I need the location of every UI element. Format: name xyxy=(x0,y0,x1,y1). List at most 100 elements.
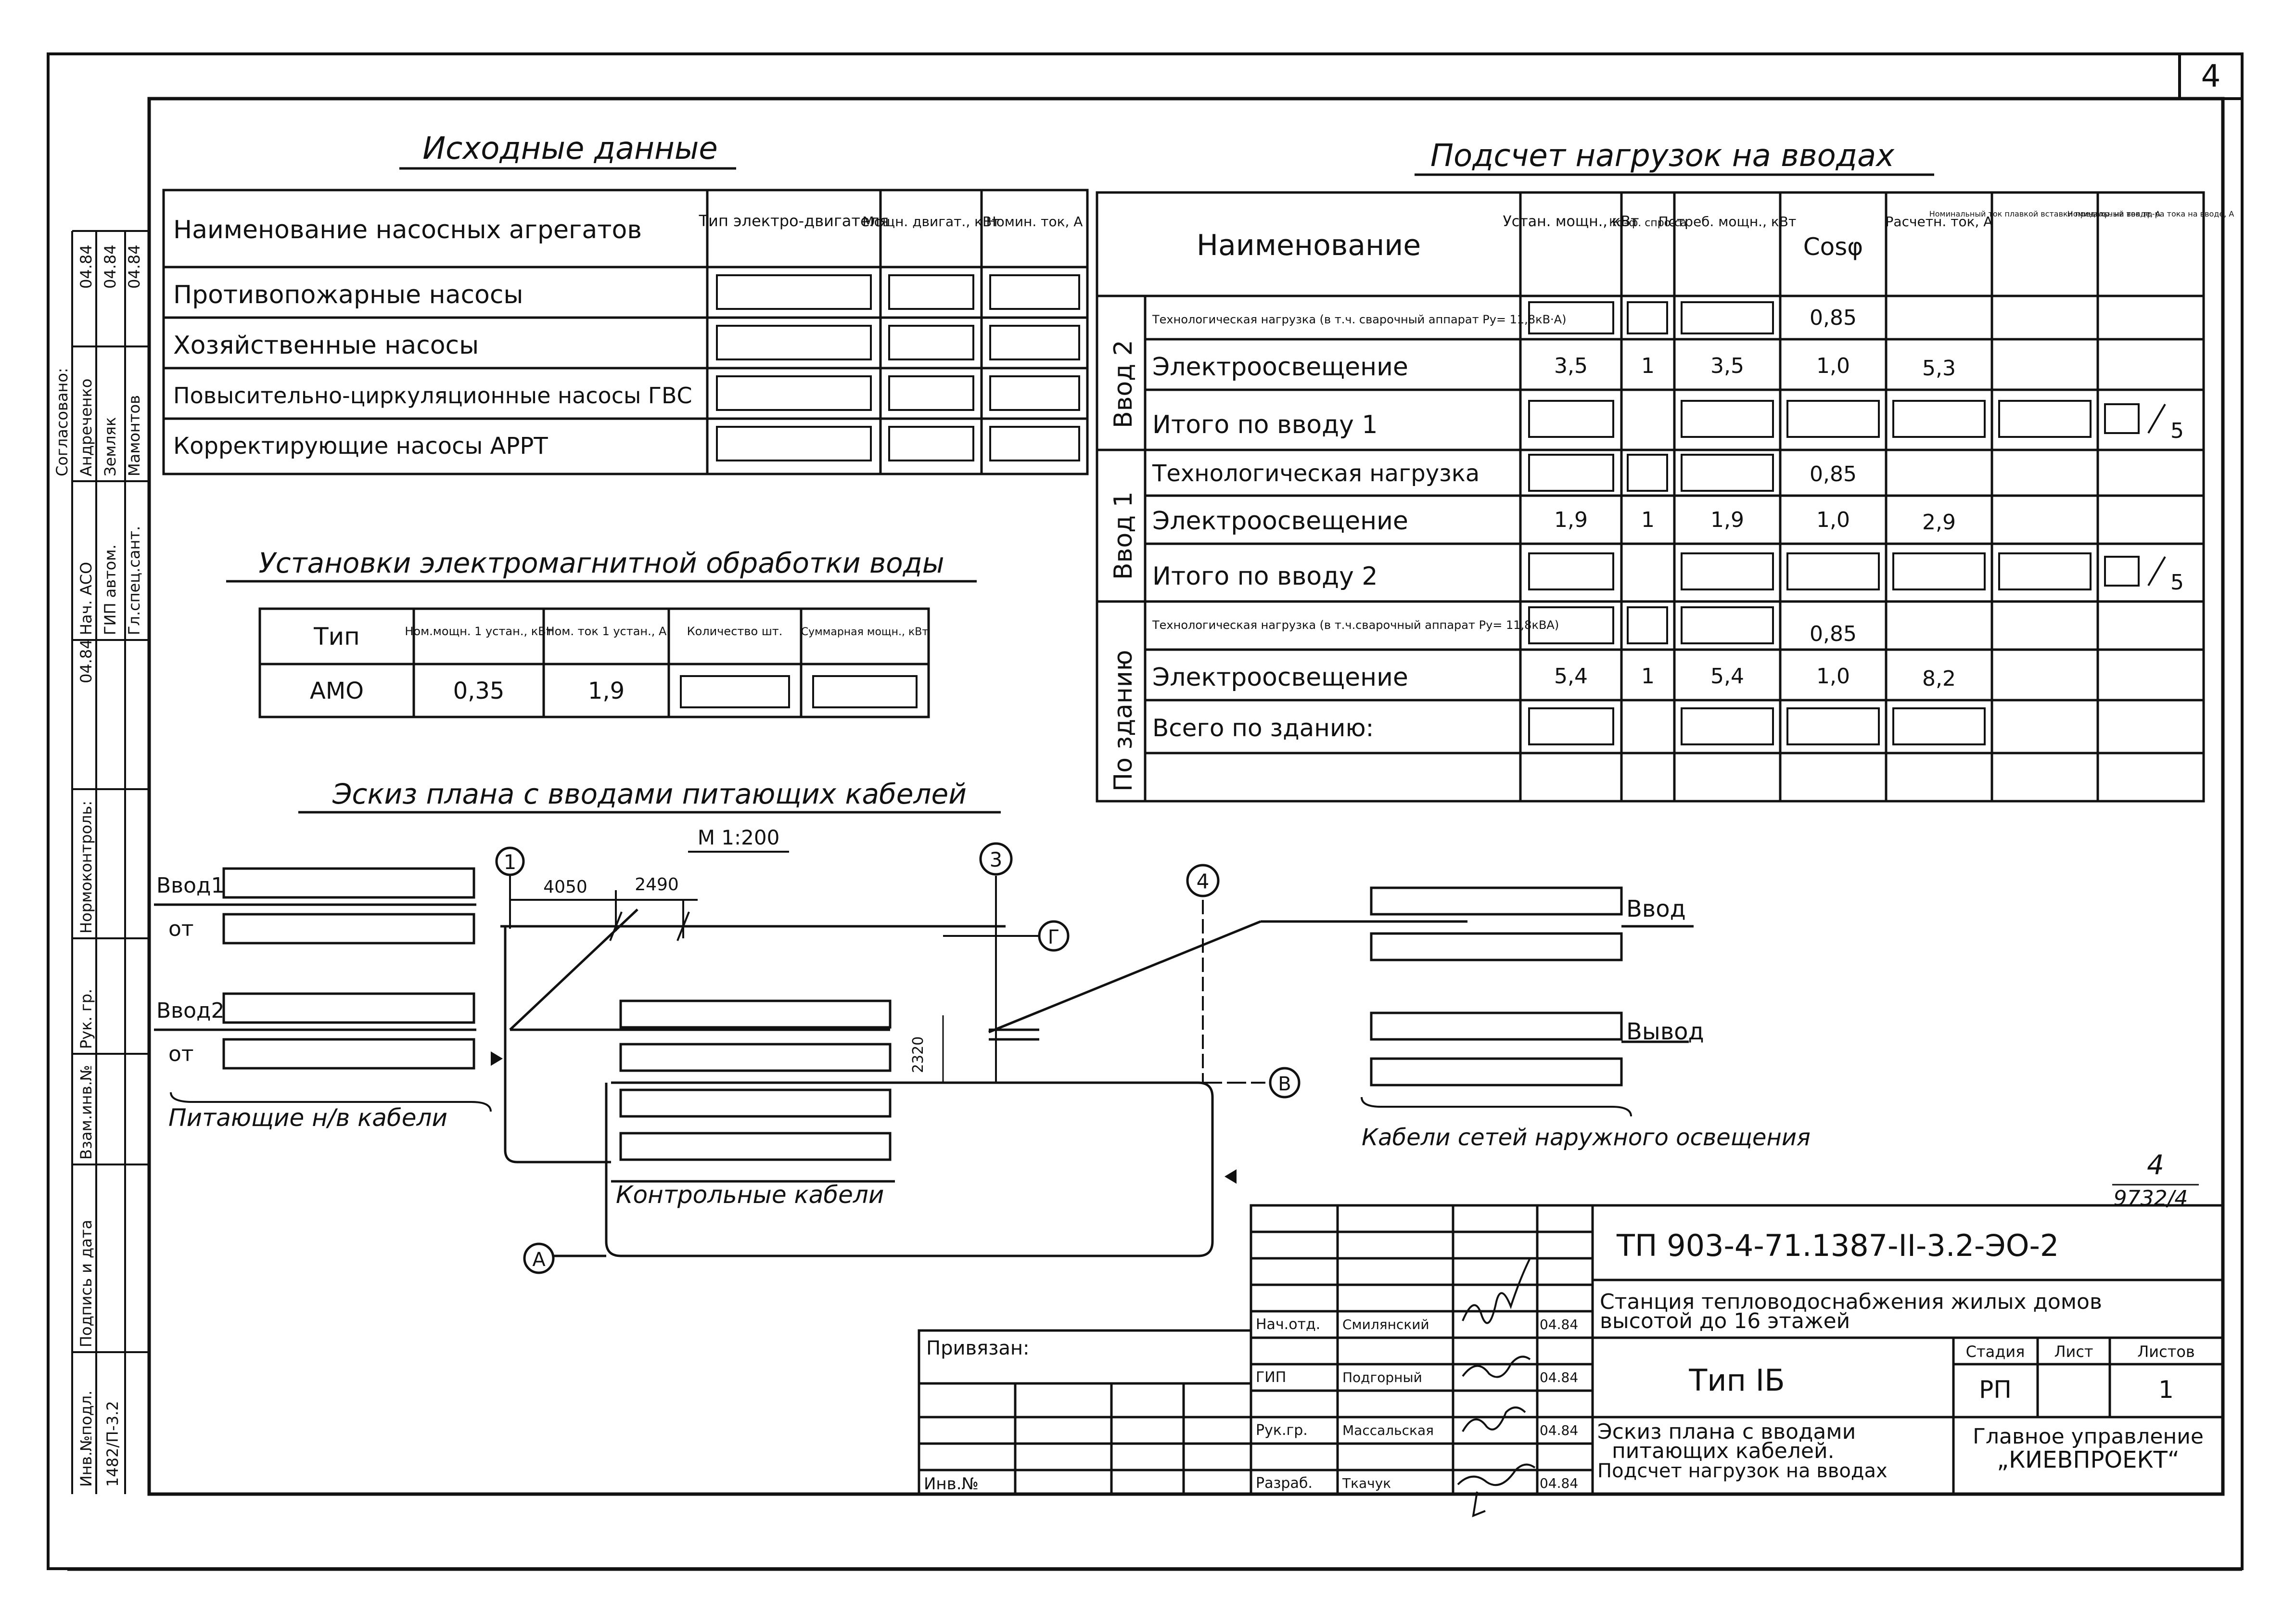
load-row-pc: 5,4 xyxy=(1710,664,1744,689)
load-row-name: Итого по вводу 1 xyxy=(1152,410,1378,439)
load-row-ratio: 5 xyxy=(2170,570,2184,595)
loads-header-ct: Номинальный ток тр-ра тока на вводе, А xyxy=(2067,209,2234,218)
strip-inv-value: 1482/П-3.2 xyxy=(103,1401,122,1487)
dim-4050: 4050 xyxy=(543,877,587,897)
load-row-i: 8,2 xyxy=(1922,666,1956,691)
load-row-i: 2,9 xyxy=(1922,510,1956,535)
sheets-value: 1 xyxy=(2158,1376,2174,1404)
load-row-cos: 1,0 xyxy=(1816,664,1850,689)
sheet-number-box xyxy=(2178,52,2244,100)
title-sheet-line2: питающих кабелей. xyxy=(1612,1439,1835,1463)
load-row-name: Итого по вводу 2 xyxy=(1152,562,1378,591)
strip-date-4: 04.84 xyxy=(77,639,95,683)
load-row-name: Технологическая нагрузка (в т.ч.сварочны… xyxy=(1152,618,1559,632)
strip-name-3: Мамонтов xyxy=(125,395,143,476)
label-in: Ввод xyxy=(1626,895,1686,922)
loads-header-name: Наименование xyxy=(1197,229,1421,262)
load-row-cos: 0,85 xyxy=(1810,462,1857,486)
title-code: ТП 903-4-71.1387-II-3.2-ЭО-2 xyxy=(1616,1228,2059,1263)
loads-header-pc: Потреб. мощн., кВт xyxy=(1658,214,1797,230)
load-row-name: Технологическая нагрузка xyxy=(1152,460,1480,487)
source-row-3: Повысительно-циркуляционные насосы ГВС xyxy=(173,383,692,409)
strip-label-gip: ГИП автом. xyxy=(101,544,119,635)
axis-label-3: 3 xyxy=(990,848,1003,871)
dim-2320: 2320 xyxy=(910,1036,927,1073)
label-vvod1: Ввод1 xyxy=(156,873,224,898)
person-date: 04.84 xyxy=(1540,1369,1578,1385)
dim-2490: 2490 xyxy=(635,875,679,895)
load-row-cos: 1,0 xyxy=(1816,508,1850,532)
strip-label-inv: Инв.№подл. xyxy=(77,1391,95,1487)
sheet-number: 4 xyxy=(2201,59,2221,94)
strip-label-rukgr: Рук. гр. xyxy=(77,989,95,1049)
stamp-bottom: 9732/4 xyxy=(2114,1186,2188,1211)
person-date: 04.84 xyxy=(1540,1475,1578,1491)
strip-name-1: Андреченко xyxy=(77,379,95,476)
axis-label-g: Г xyxy=(1048,926,1059,948)
title-block xyxy=(918,1204,2224,1496)
org-line1: Главное управление xyxy=(1973,1424,2204,1449)
sheet-label: Лист xyxy=(2054,1343,2093,1361)
source-header-power: Мощн. двигат., кВт xyxy=(862,214,999,230)
person-name: Ткачук xyxy=(1342,1475,1391,1491)
person-name: Подгорный xyxy=(1342,1369,1422,1385)
emt-header-type: Тип xyxy=(313,623,360,651)
load-row-p: 1,9 xyxy=(1554,508,1588,532)
emt-header-current: Ном. ток 1 устан., А xyxy=(546,625,667,638)
load-row-name: Всего по зданию: xyxy=(1152,714,1374,742)
label-vvod2: Ввод2 xyxy=(156,998,224,1023)
strip-label-aso: Нач. АСО xyxy=(77,562,95,635)
source-row-4: Корректирующие насосы АРРТ xyxy=(173,433,548,460)
group-label-3: По зданию xyxy=(1109,650,1138,792)
load-row-ratio: 5 xyxy=(2170,419,2184,443)
source-data-table xyxy=(162,189,1089,475)
person-role: Рук.гр. xyxy=(1256,1422,1308,1439)
group-label-2: Ввод 1 xyxy=(1109,491,1138,580)
axis-label-a: А xyxy=(532,1249,546,1271)
load-row-name: Электроосвещение xyxy=(1152,353,1408,382)
load-row-name: Электроосвещение xyxy=(1152,507,1408,536)
loads-table xyxy=(1096,191,2205,803)
axis-label-v: В xyxy=(1278,1073,1291,1095)
label-outdoor: Кабели сетей наружного освещения xyxy=(1362,1124,1811,1151)
stamp-top: 4 xyxy=(2147,1150,2164,1181)
strip-label-vzam: Взам.инв.№ xyxy=(77,1065,95,1160)
signatures xyxy=(1457,1258,1536,1518)
source-data-cell-boxes xyxy=(716,274,1080,461)
inv-label: Инв.№ xyxy=(924,1474,979,1494)
person-name: Смилянский xyxy=(1342,1317,1429,1332)
strip-label-agreed: Согласовано: xyxy=(53,368,71,476)
sketch-plan xyxy=(154,867,1694,1257)
strip-label-gl: Гл.спец.сант. xyxy=(125,526,143,635)
axis-label-4: 4 xyxy=(1197,870,1210,893)
strip-date-3: 04.84 xyxy=(125,244,143,289)
load-row-i: 5,3 xyxy=(1922,356,1956,381)
load-row-cos: 1,0 xyxy=(1816,354,1850,378)
load-row-p: 3,5 xyxy=(1554,354,1588,378)
tied-label: Привязан: xyxy=(926,1337,1030,1359)
loads-title: Подсчет нагрузок на вводах xyxy=(1430,138,1895,174)
loads-cell-boxes xyxy=(1528,301,2166,745)
strip-label-sign: Подпись и дата xyxy=(77,1220,95,1347)
load-row-k: 1 xyxy=(1641,664,1655,689)
title-type: Тип IБ xyxy=(1688,1363,1785,1398)
load-row-p: 5,4 xyxy=(1554,664,1588,689)
person-name: Массальская xyxy=(1342,1422,1434,1438)
title-project-line1: Станция тепловодоснабжения жилых домов xyxy=(1600,1290,2102,1314)
load-row-pc: 3,5 xyxy=(1710,354,1744,378)
group-label-1: Ввод 2 xyxy=(1109,340,1138,428)
strip-name-2: Земляк xyxy=(101,417,119,476)
sheets-label: Листов xyxy=(2137,1343,2195,1361)
person-date: 04.84 xyxy=(1540,1317,1578,1332)
emt-type-value: АМО xyxy=(310,678,364,704)
emt-header-count: Количество шт. xyxy=(687,625,783,638)
title-sheet-line3: Подсчет нагрузок на вводах xyxy=(1597,1460,1888,1482)
stage-label: Стадия xyxy=(1966,1343,2025,1361)
person-role: ГИП xyxy=(1256,1369,1286,1386)
load-row-k: 1 xyxy=(1641,354,1655,378)
strip-date-1: 04.84 xyxy=(77,244,95,289)
axis-label-1: 1 xyxy=(504,850,517,874)
source-header-type: Тип электро-двигателя xyxy=(699,212,889,230)
label-from1: от xyxy=(168,917,194,941)
